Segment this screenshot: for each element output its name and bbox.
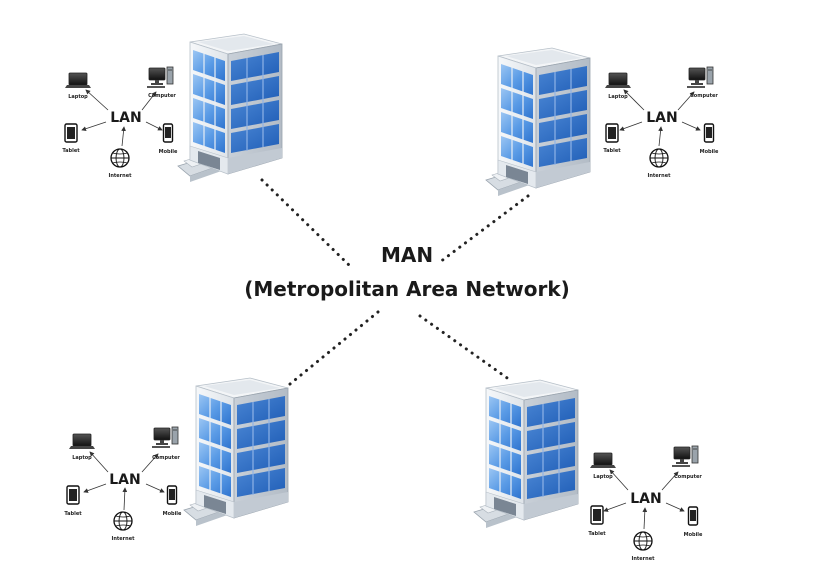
computer-icon	[686, 66, 714, 89]
laptop-label: Laptop	[72, 455, 92, 461]
laptop-icon	[589, 452, 617, 469]
tablet-label: Tablet	[603, 148, 621, 154]
laptop-icon	[604, 72, 632, 89]
building-top-right	[485, 47, 591, 197]
lan-label: LAN	[110, 110, 141, 126]
title-man: MAN	[381, 243, 433, 267]
mobile-icon	[162, 123, 174, 143]
lan-label: LAN	[109, 472, 140, 488]
connection-lines	[260, 178, 530, 386]
connection-line-top-left	[260, 178, 354, 270]
mobile-label: Mobile	[163, 511, 182, 517]
lan-cluster-bottom-left: LAN Laptop Computer Tablet Mobile Intern…	[64, 426, 182, 542]
connection-line-bottom-left	[288, 310, 380, 386]
connection-line-bottom-right	[418, 314, 512, 382]
internet-label: Internet	[631, 556, 655, 562]
building-top-left	[177, 33, 283, 183]
mobile-icon	[687, 506, 699, 526]
lan-cluster-top-left: LAN Laptop Computer Tablet Mobile Intern…	[62, 66, 178, 179]
laptop-label: Laptop	[593, 474, 613, 480]
title-subtitle: (Metropolitan Area Network)	[244, 277, 570, 301]
tablet-label: Tablet	[64, 511, 82, 517]
mobile-label: Mobile	[159, 149, 178, 155]
mobile-label: Mobile	[684, 532, 703, 538]
computer-label: Computer	[148, 93, 176, 99]
tablet-icon	[66, 485, 80, 505]
laptop-label: Laptop	[68, 94, 88, 100]
internet-label: Internet	[647, 173, 671, 179]
mobile-icon	[703, 123, 715, 143]
tablet-icon	[605, 123, 619, 143]
connection-line-top-right	[438, 194, 530, 264]
tablet-icon	[590, 505, 604, 525]
internet-icon	[649, 148, 669, 168]
laptop-label: Laptop	[608, 94, 628, 100]
internet-icon	[633, 531, 653, 551]
internet-icon	[110, 148, 130, 168]
tablet-label: Tablet	[588, 531, 606, 537]
computer-icon	[146, 66, 174, 89]
internet-icon	[113, 511, 133, 531]
lan-cluster-top-right: LAN Laptop Computer Tablet Mobile Intern…	[603, 66, 719, 179]
building-bottom-left	[183, 377, 289, 527]
building-bottom-right	[473, 379, 579, 529]
computer-icon	[671, 445, 699, 468]
tablet-label: Tablet	[62, 148, 80, 154]
laptop-icon	[64, 72, 92, 89]
tablet-icon	[64, 123, 78, 143]
computer-label: Computer	[690, 93, 718, 99]
internet-label: Internet	[111, 536, 135, 542]
computer-label: Computer	[152, 455, 180, 461]
mobile-icon	[166, 485, 178, 505]
computer-icon	[151, 426, 179, 449]
computer-label: Computer	[674, 474, 702, 480]
mobile-label: Mobile	[700, 149, 719, 155]
internet-label: Internet	[108, 173, 132, 179]
lan-label: LAN	[646, 110, 677, 126]
lan-cluster-bottom-right: LAN Laptop Computer Tablet Mobile Intern…	[588, 445, 703, 562]
lan-label: LAN	[630, 491, 661, 507]
laptop-icon	[68, 433, 96, 450]
